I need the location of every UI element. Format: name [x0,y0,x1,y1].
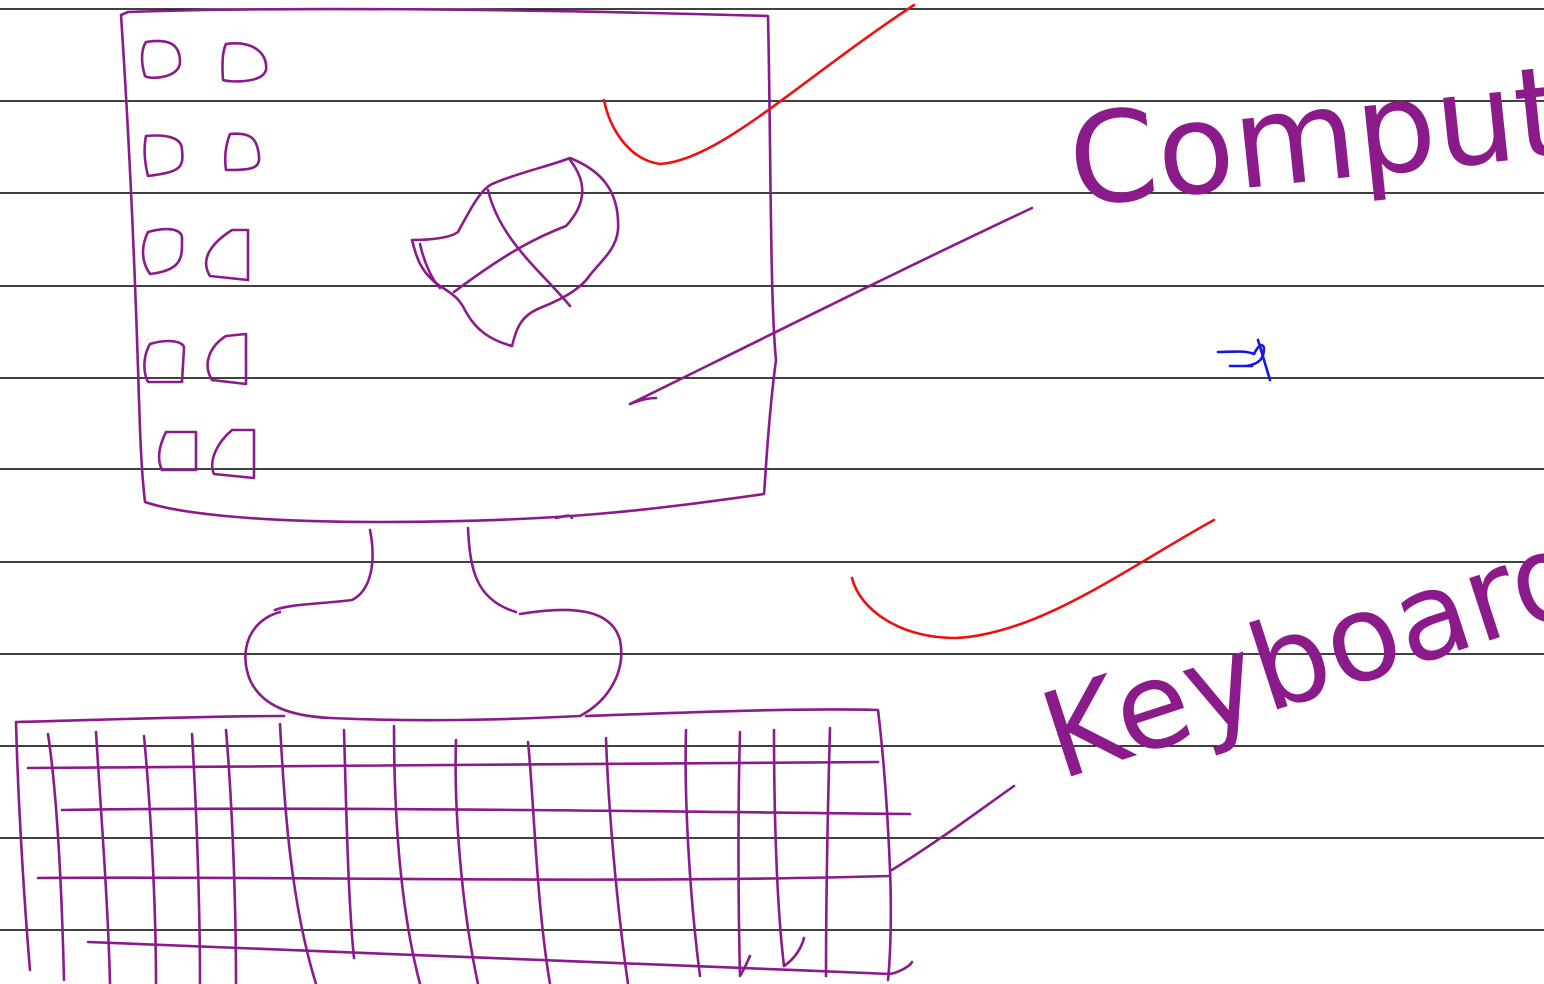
keyboard-row-line [28,762,878,768]
monitor-drawing [121,9,776,720]
check-mark [852,520,1214,638]
keyboard-pointer-line [892,786,1014,870]
windows-logo-divider [488,190,570,306]
desktop-icon [143,229,182,274]
keyboard-column-line [686,730,700,976]
desktop-icon [145,136,183,176]
keyboard-column-line [280,724,316,984]
keyboard-column-line [48,734,64,980]
blue-scribble [1218,340,1270,380]
desktop-icon [222,43,266,81]
desktop-icon [212,430,254,478]
keyboard-column-line [528,742,550,984]
keyboard-drawing [16,709,912,984]
desktop-icon [142,41,180,78]
keyboard-column-line [739,732,751,976]
keyboard-column-line [96,732,110,984]
keyboard-column-line [606,738,628,984]
desktop-icon [225,134,259,170]
desktop-icon [208,334,246,384]
computer-pointer-line [630,208,1032,404]
check-mark [604,5,914,164]
monitor-stand-right [468,528,516,612]
desktop-icon [206,230,248,280]
keyboard-label: Keyboard [1026,501,1544,808]
keyboard-column-line [344,730,354,958]
monitor-base [245,610,621,720]
desktop-icon [159,432,196,470]
desktop-icons [142,41,266,478]
windows-logo [412,158,618,346]
keyboard-column-line [826,728,830,976]
keyboard-row-line [88,942,912,974]
keyboard-row-line [62,809,910,814]
computer-label: Computer [1062,24,1544,236]
keyboard-column-line [456,740,478,984]
windows-logo-divider [454,160,582,292]
keyboard-row-line [38,876,890,880]
monitor-stand-left [275,530,373,610]
windows-logo-divider [420,244,440,288]
keyboard-outline [16,709,891,980]
keyboard-column-line [144,736,156,984]
desktop-icon [144,341,184,382]
keyboard-column-line [226,730,236,984]
